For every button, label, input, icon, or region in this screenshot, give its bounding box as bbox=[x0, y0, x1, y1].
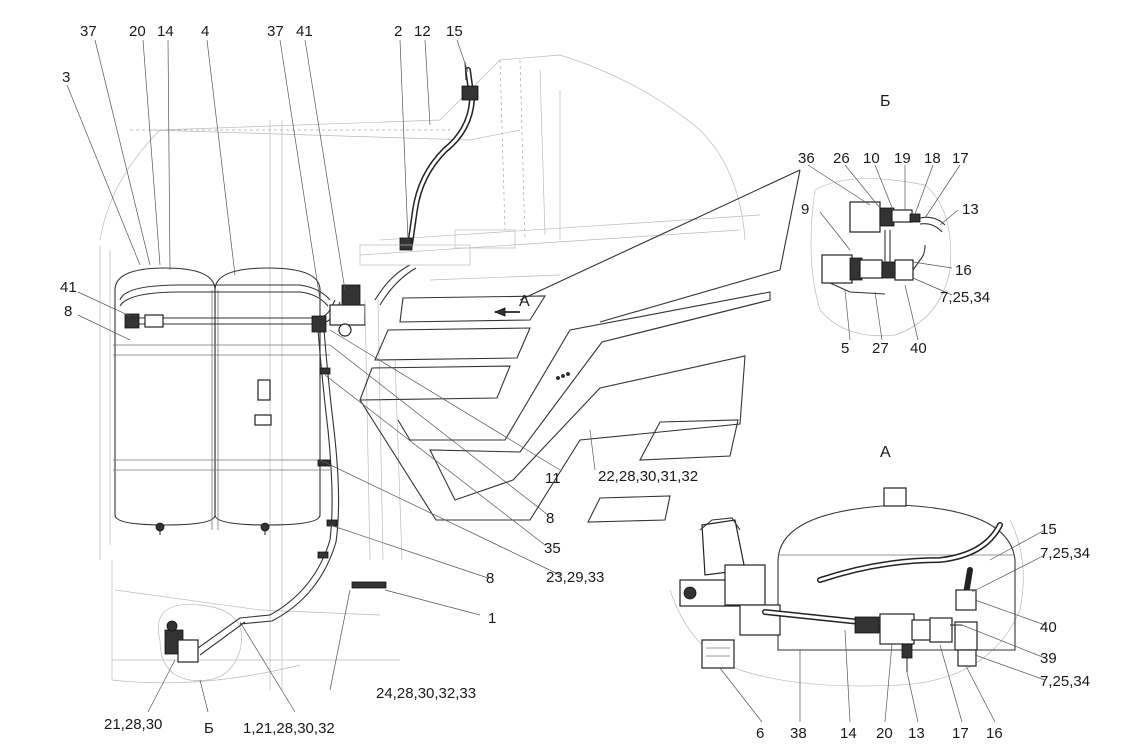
label-a-15: 15 bbox=[1040, 521, 1057, 538]
flex-hose-top bbox=[374, 61, 479, 306]
label-center-8a: 8 bbox=[546, 510, 554, 527]
label-b-40: 40 bbox=[910, 340, 927, 357]
detail-b-title: Б bbox=[880, 93, 891, 110]
label-top-15: 15 bbox=[446, 23, 463, 40]
label-a-13: 13 bbox=[908, 725, 925, 742]
decal-stripes bbox=[359, 169, 801, 523]
label-b-5: 5 bbox=[841, 340, 849, 357]
down-hose bbox=[239, 329, 340, 625]
label-b-19: 19 bbox=[894, 150, 911, 167]
label-a-20: 20 bbox=[876, 725, 893, 742]
label-a-14: 14 bbox=[840, 725, 857, 742]
label-a-7-25-34b: 7,25,34 bbox=[1040, 673, 1090, 690]
label-a-39: 39 bbox=[1040, 650, 1057, 667]
label-b-10: 10 bbox=[863, 150, 880, 167]
label-center-23: 23,29,33 bbox=[546, 569, 604, 586]
label-top-37b: 37 bbox=[267, 23, 284, 40]
label-b-16: 16 bbox=[955, 262, 972, 279]
callout-labels: 37 20 14 4 37 41 2 12 15 3 41 8 A 11 22,… bbox=[60, 23, 1090, 742]
label-top-37a: 37 bbox=[80, 23, 97, 40]
label-a-17: 17 bbox=[952, 725, 969, 742]
label-a-6: 6 bbox=[756, 725, 764, 742]
label-bl-b: Б bbox=[204, 720, 214, 737]
label-view-a-arrow: A bbox=[519, 293, 530, 310]
label-b-7-25-34: 7,25,34 bbox=[940, 289, 990, 306]
machine-body-outline bbox=[99, 54, 761, 690]
label-a-40: 40 bbox=[1040, 619, 1057, 636]
label-left-41: 41 bbox=[60, 279, 77, 296]
label-a-7-25-34a: 7,25,34 bbox=[1040, 545, 1090, 562]
label-a-16: 16 bbox=[986, 725, 1003, 742]
label-top-20: 20 bbox=[129, 23, 146, 40]
label-center-11: 11 bbox=[545, 470, 561, 487]
detail-a bbox=[669, 487, 1024, 687]
air-tanks bbox=[113, 267, 330, 535]
label-b-18: 18 bbox=[924, 150, 941, 167]
label-center-35: 35 bbox=[544, 540, 561, 557]
label-top-2: 2 bbox=[394, 23, 402, 40]
label-top-14: 14 bbox=[157, 23, 174, 40]
main-pipe bbox=[119, 284, 341, 329]
label-top-41: 41 bbox=[296, 23, 313, 40]
label-b-17: 17 bbox=[952, 150, 969, 167]
label-center-22: 22,28,30,31,32 bbox=[598, 468, 698, 485]
detail-b bbox=[810, 178, 951, 336]
leader-lines bbox=[66, 39, 1046, 723]
detail-a-title: А bbox=[880, 444, 891, 461]
label-top-4: 4 bbox=[201, 23, 209, 40]
frame-brackets bbox=[351, 229, 516, 589]
b-location-circle bbox=[158, 604, 246, 681]
label-b-9: 9 bbox=[801, 201, 809, 218]
label-a-38: 38 bbox=[790, 725, 807, 742]
label-bl-1-21: 1,21,28,30,32 bbox=[243, 720, 335, 737]
label-b-36: 36 bbox=[798, 150, 815, 167]
label-left-3: 3 bbox=[62, 69, 70, 86]
label-center-24: 24,28,30,32,33 bbox=[376, 685, 476, 702]
valve-assembly bbox=[311, 284, 366, 337]
label-top-12: 12 bbox=[414, 23, 431, 40]
label-center-1: 1 bbox=[488, 610, 496, 627]
label-b-13: 13 bbox=[962, 201, 979, 218]
label-left-8: 8 bbox=[64, 303, 72, 320]
label-b-27: 27 bbox=[872, 340, 889, 357]
label-center-8b: 8 bbox=[486, 570, 494, 587]
label-b-26: 26 bbox=[833, 150, 850, 167]
label-bl-21: 21,28,30 bbox=[104, 716, 162, 733]
